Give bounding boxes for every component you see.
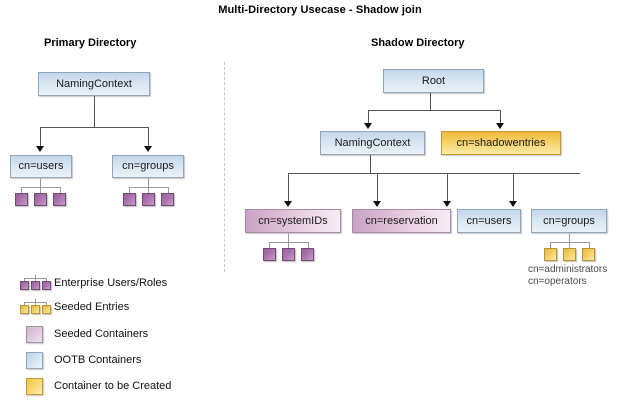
legend-label: Seeded Entries: [54, 301, 130, 313]
connector-groups-drop-1: [129, 187, 130, 193]
node-label: cn=groups: [543, 214, 595, 227]
shadow-node-cn-users[interactable]: cn=users: [457, 209, 521, 233]
node-label: NamingContext: [56, 77, 132, 90]
connector-primary-drop-groups: [148, 127, 149, 148]
section-title-shadow: Shadow Directory: [371, 37, 465, 49]
connector-shadow-l2-stem: [370, 155, 371, 173]
section-divider: [224, 62, 225, 272]
entry-square: [563, 248, 576, 261]
entry-square: [582, 248, 595, 261]
connector-shadow-drop-shadowentries: [500, 110, 501, 125]
connector-systemids-drop-2: [288, 242, 289, 248]
entry-square: [53, 193, 66, 206]
entry-square: [544, 248, 557, 261]
connector-systemids-drop-1: [269, 242, 270, 248]
connector-shadowgroups-drop-3: [589, 242, 590, 248]
entry-square: [34, 193, 47, 206]
connector-shadow-root-stem: [430, 93, 431, 110]
connector-shadow-drop-reservation: [377, 173, 378, 203]
shadow-node-cn-systemids[interactable]: cn=systemIDs: [245, 209, 341, 233]
legend-label: OOTB Containers: [54, 354, 142, 366]
sublabel-cn-administrators: cn=administrators: [528, 264, 608, 275]
entry-square: [282, 248, 295, 261]
shadow-node-root[interactable]: Root: [383, 69, 484, 93]
legend-swatch-cluster-yellow: [20, 299, 51, 317]
connector-groups-drop-3: [168, 187, 169, 193]
sublabel-cn-operators: cn=operators: [528, 276, 587, 287]
node-label: cn=shadowentries: [456, 136, 546, 149]
legend-swatch-create-container: [26, 378, 43, 395]
legend-swatch-cluster-purple: [20, 275, 51, 293]
node-label: cn=systemIDs: [258, 214, 328, 227]
entry-square: [142, 193, 155, 206]
page-title: Multi-Directory Usecase - Shadow join: [218, 4, 422, 16]
node-label: cn=groups: [122, 160, 174, 172]
entry-square: [263, 248, 276, 261]
connector-primary-bus: [40, 127, 148, 128]
connector-shadowgroups-stem: [569, 233, 570, 242]
arrow-shadow-reservation: [373, 201, 381, 207]
arrow-shadow-groups: [509, 201, 517, 207]
shadow-node-namingcontext[interactable]: NamingContext: [320, 131, 425, 155]
connector-systemids-drop-3: [308, 242, 309, 248]
entry-square: [123, 193, 136, 206]
entry-square: [15, 193, 28, 206]
entry-square: [161, 193, 174, 206]
legend-label: Enterprise Users/Roles: [54, 277, 168, 289]
node-label: cn=reservation: [365, 214, 438, 227]
connector-primary-stem: [94, 96, 95, 127]
node-label: cn=users: [466, 214, 512, 227]
node-label: Root: [421, 74, 446, 87]
primary-node-cn-groups[interactable]: cn=groups: [112, 155, 184, 178]
shadow-node-cn-groups[interactable]: cn=groups: [531, 209, 607, 233]
connector-primary-drop-users: [40, 127, 41, 148]
arrow-shadow-systemids: [284, 201, 292, 207]
connector-groups-drop-2: [148, 187, 149, 193]
connector-shadow-drop-systemids: [288, 173, 289, 203]
connector-systemids-stem: [288, 233, 289, 242]
connector-shadowgroups-drop-2: [569, 242, 570, 248]
arrow-primary-groups: [144, 146, 152, 152]
section-title-primary: Primary Directory: [44, 37, 137, 49]
connector-shadow-drop-namingcontext: [368, 110, 369, 125]
primary-node-cn-users[interactable]: cn=users: [10, 155, 72, 178]
primary-node-namingcontext[interactable]: NamingContext: [38, 72, 150, 96]
shadow-node-cn-shadowentries[interactable]: cn=shadowentries: [441, 131, 561, 155]
shadow-node-cn-reservation[interactable]: cn=reservation: [352, 209, 451, 233]
legend-label: Seeded Containers: [54, 328, 149, 340]
legend-label: Container to be Created: [54, 380, 172, 392]
arrow-shadow-users: [443, 201, 451, 207]
arrow-shadow-shadowentries: [496, 123, 504, 129]
connector-shadow-root-bus: [368, 110, 500, 111]
connector-users-drop-3: [60, 187, 61, 193]
connector-shadow-drop-users: [447, 173, 448, 203]
node-label: cn=users: [18, 160, 64, 172]
connector-shadow-l2-bus: [288, 173, 580, 174]
connector-shadowgroups-drop-1: [550, 242, 551, 248]
connector-users-drop-2: [40, 187, 41, 193]
node-label: NamingContext: [334, 136, 411, 149]
entry-square: [301, 248, 314, 261]
legend-swatch-seeded-container: [26, 326, 43, 343]
legend-swatch-ootb-container: [26, 352, 43, 369]
connector-users-stem: [40, 178, 41, 187]
connector-groups-stem: [148, 178, 149, 187]
connector-users-drop-1: [21, 187, 22, 193]
arrow-primary-users: [36, 146, 44, 152]
arrow-shadow-namingcontext: [364, 123, 372, 129]
connector-shadow-drop-groups: [513, 173, 514, 203]
